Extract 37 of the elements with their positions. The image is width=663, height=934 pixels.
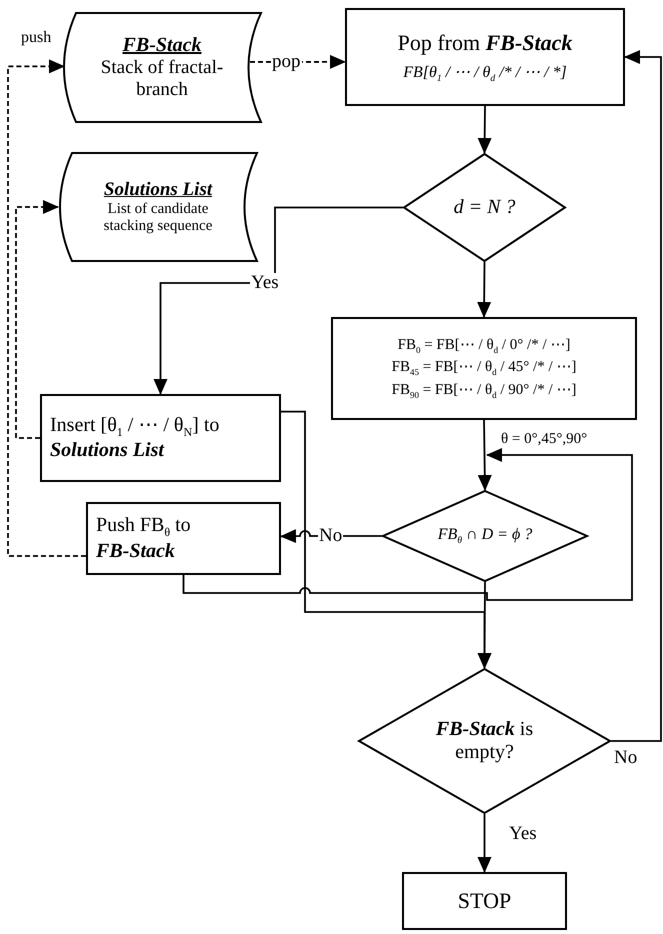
node-text: FB$_{90}$ = FB[⋯ / θ$_{d}$ / 90° /* / ⋯] [392,382,576,400]
node-text: STOP [458,888,512,914]
dashed-arrow [7,59,86,557]
terminal-box [402,872,567,930]
arrow [478,814,492,873]
arrow [611,50,662,742]
process-box [331,317,637,420]
edge-label: push [20,30,52,46]
dashed-arrow [15,200,59,439]
node-text: Pop from FB-Stack [398,30,572,56]
node-text: FB-Stack is empty? [434,718,534,764]
decision-diamond [358,668,611,814]
storage-shape [62,12,262,123]
node-text: FB$_{45}$ = FB[⋯ / θ$_{d}$ / 45° /* / ⋯] [392,359,576,378]
node-text: Insert [θ$_{1}$ / ⋯ / θ$_{N}$] to Solutions List [49,414,220,462]
decision-diamond [382,490,588,582]
process-box [40,394,281,482]
arrow [281,410,492,669]
node-text: Push FB$_{θ}$ to FB-Stack [95,514,192,563]
node-text: Stack of fractal-branch [100,57,224,101]
node-text: d = N ? [454,196,516,219]
node-text: List of candidate stacking sequence [102,200,214,236]
formula-text: FB[θ$_{1}$ / ⋯ / θ$_{d}$ /* / ⋯ / *] [403,64,567,84]
arrow [477,262,492,318]
arrow [478,106,492,154]
node-text: FB$_{θ}$ ∩ D = ϕ ? [438,526,532,546]
storage-shape [58,152,258,262]
edge-label: θ = 0°,45°,90° [500,432,588,447]
process-box [345,8,625,106]
arrow [182,448,633,601]
arrow [478,420,492,491]
decision-diamond [403,153,566,262]
shape-heading: FB-Stack [122,34,202,58]
process-box [86,502,281,575]
arrow [154,206,403,395]
node-text: FB$_{0}$ = FB[⋯ / θ$_{d}$ / 0° /* / ⋯] [398,336,570,356]
shape-heading: Solutions List [104,178,212,201]
